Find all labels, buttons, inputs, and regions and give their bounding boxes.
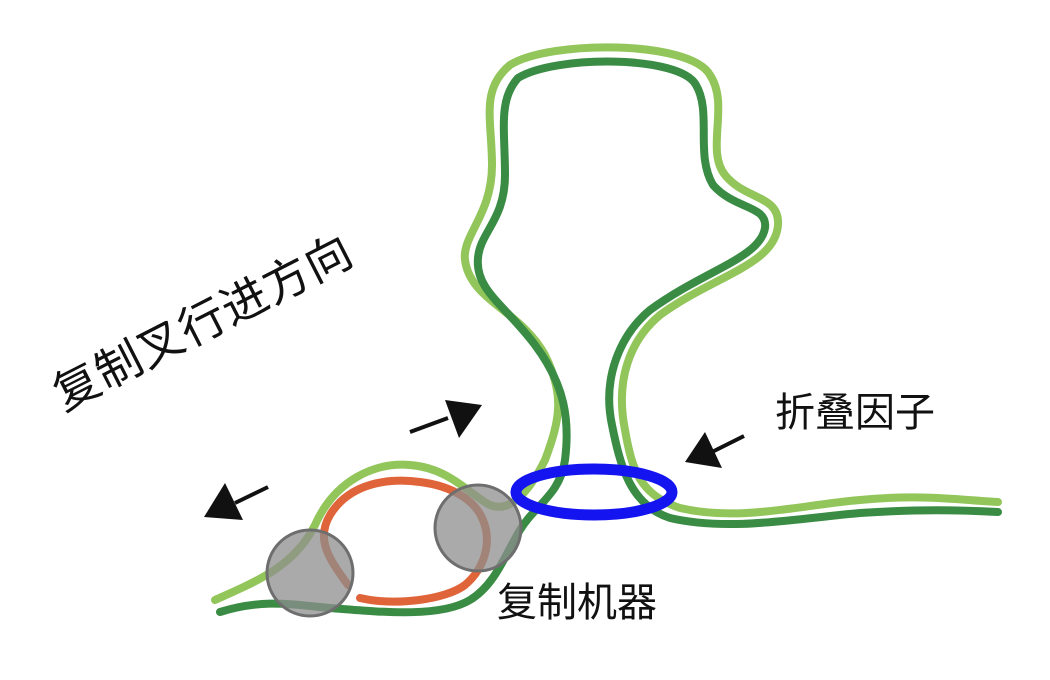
arrow-icon [685,432,745,468]
replication-machinery-circle-left [265,528,355,618]
folding-factor-label: 折叠因子 [775,390,935,436]
replication-machinery-circle-right [433,483,523,573]
template-strand-dark [216,57,1002,617]
arrow-icon [409,400,482,438]
replication-machinery-label: 复制机器 [497,580,657,626]
arrow-icon [204,483,269,520]
folding-factor-ring [510,463,678,521]
